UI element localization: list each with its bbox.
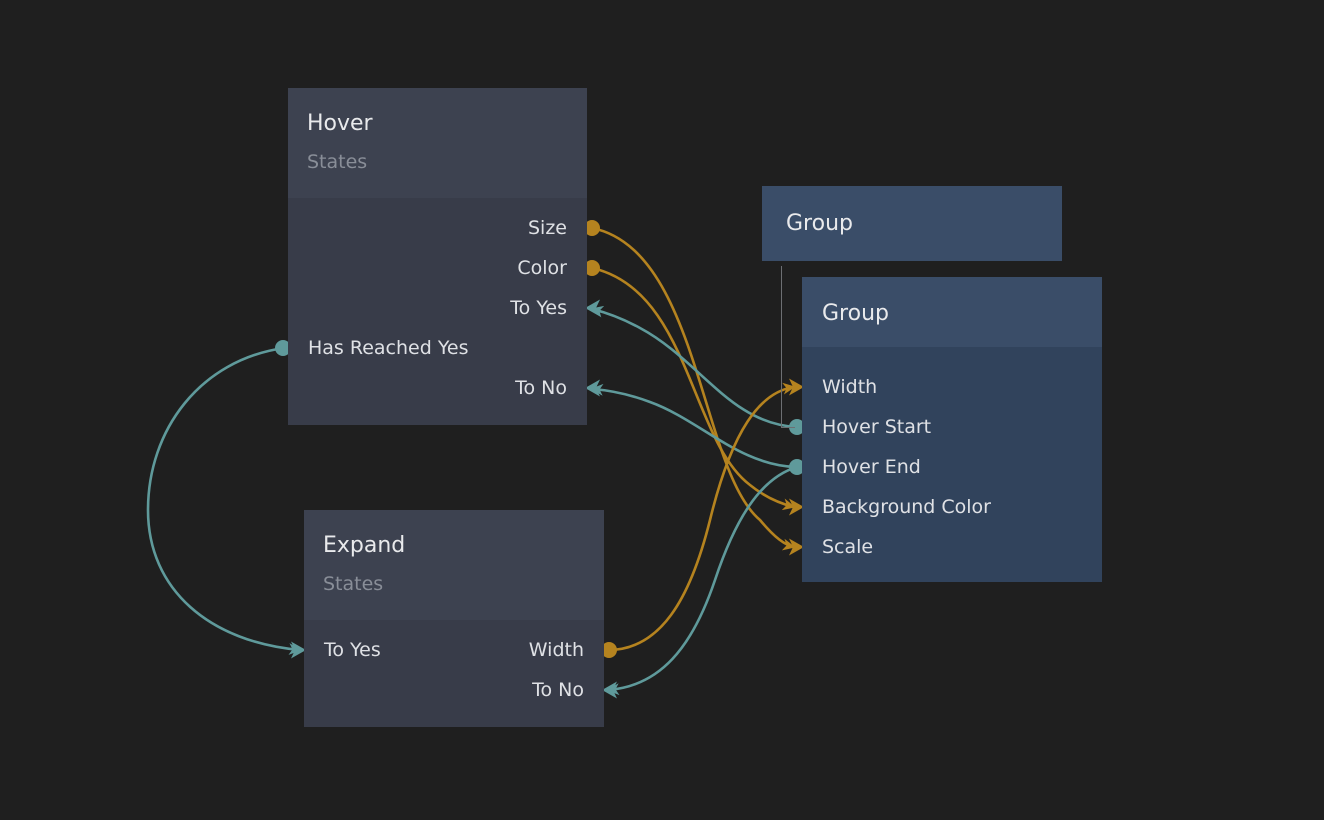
port-group-inner-scale[interactable]: Scale: [822, 536, 873, 558]
node-hover-title: Hover: [307, 111, 373, 136]
port-label-width: Width: [528, 639, 584, 661]
node-expand-title: Expand: [323, 533, 406, 558]
edge-group-hover-end-to-expand-to-no[interactable]: [606, 465, 799, 696]
port-connector-arrow-expand-to-no[interactable]: [602, 681, 617, 699]
node-hover-subtitle: States: [307, 151, 368, 173]
node-group-inner-title: Group: [822, 301, 889, 326]
edge-group-hover-end-to-hover-to-no[interactable]: [590, 383, 799, 469]
port-label-has-reached-yes: Has Reached Yes: [308, 337, 469, 359]
node-group-inner-body: [802, 347, 1102, 582]
port-label-to-yes: To Yes: [324, 639, 381, 661]
port-group-inner-hover-end[interactable]: Hover End: [822, 456, 921, 478]
port-label-background-color: Background Color: [822, 496, 991, 518]
port-group-inner-width[interactable]: Width: [822, 376, 877, 398]
group-bar-title: Group: [786, 210, 853, 236]
port-label-hover-start: Hover Start: [822, 416, 932, 438]
port-expand-width[interactable]: Width: [529, 639, 584, 661]
port-hover-to-yes[interactable]: To Yes: [510, 297, 567, 319]
edge-expand-width-to-group-width[interactable]: [606, 382, 796, 652]
edge-group-hover-start-to-hover-to-yes[interactable]: [590, 305, 799, 429]
port-label-scale: Scale: [822, 536, 874, 558]
port-connector-arrow-hover-to-yes[interactable]: [585, 299, 600, 317]
group-bar[interactable]: Group: [762, 186, 1062, 261]
node-hover-body: [288, 198, 587, 425]
port-hover-color[interactable]: Color: [517, 257, 567, 279]
port-label-size: Size: [527, 217, 567, 239]
port-group-inner-background-color[interactable]: Background Color: [822, 496, 991, 518]
port-label-width: Width: [822, 376, 878, 398]
edge-hover-color-to-group-background-color[interactable]: [590, 266, 796, 511]
port-connector-arrow-hover-to-no[interactable]: [585, 379, 600, 397]
tree-connector-stub: [781, 427, 795, 428]
port-group-inner-hover-start[interactable]: Hover Start: [822, 416, 931, 438]
node-expand-subtitle: States: [323, 573, 384, 595]
port-hover-size[interactable]: Size: [528, 217, 567, 239]
port-label-to-yes: To Yes: [510, 297, 567, 319]
port-expand-to-yes[interactable]: To Yes: [324, 639, 381, 661]
port-hover-to-no[interactable]: To No: [515, 377, 567, 399]
edge-hover-has-reached-yes-to-expand-to-yes[interactable]: [146, 346, 302, 655]
port-label-to-no: To No: [515, 377, 567, 399]
port-label-hover-end: Hover End: [822, 456, 921, 478]
port-label-color: Color: [517, 257, 567, 279]
node-expand-body: [304, 620, 604, 727]
port-label-to-no: To No: [532, 679, 584, 701]
port-expand-to-no[interactable]: To No: [532, 679, 584, 701]
edge-hover-size-to-group-scale[interactable]: [590, 226, 796, 551]
port-hover-has-reached-yes[interactable]: Has Reached Yes: [308, 337, 469, 359]
tree-connector-vertical: [781, 266, 782, 427]
node-group-inner-header[interactable]: Group: [802, 277, 1102, 347]
